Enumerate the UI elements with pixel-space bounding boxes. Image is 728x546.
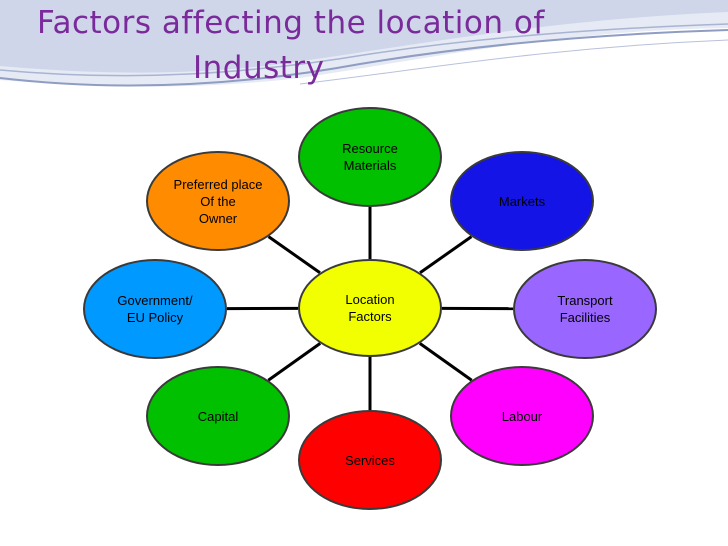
- factor-node-government-eu-policy: Government/EU Policy: [83, 259, 227, 359]
- factor-node-government-eu-policy-label: Government/EU Policy: [111, 292, 198, 326]
- factor-node-capital-label-line: Capital: [197, 408, 239, 424]
- factor-node-labour: Labour: [450, 366, 594, 466]
- header-swoosh-decoration: [0, 0, 728, 87]
- factor-node-government-eu-policy-label-line: EU Policy: [126, 310, 184, 325]
- factor-node-resource-materials-label-line: Resource: [342, 141, 398, 156]
- connector-markets: [419, 235, 473, 274]
- factor-node-services-label-line: Services: [345, 452, 395, 468]
- factor-node-transport-facilities-label-line: Transport: [557, 293, 613, 308]
- factor-node-services: Services: [298, 410, 442, 510]
- swoosh-line-2: [0, 23, 728, 77]
- factor-node-markets-label-line: Markets: [498, 193, 546, 209]
- connector-capital: [267, 342, 322, 382]
- center-node-location-factors-label-line: Factors: [348, 309, 392, 324]
- factor-node-transport-facilities-label-line: Facilities: [559, 310, 611, 325]
- factor-node-labour-label-line: Labour: [501, 408, 543, 424]
- factor-node-preferred-place-of-owner-label-line: Preferred place: [173, 176, 263, 192]
- factor-node-markets: Markets: [450, 151, 594, 251]
- factor-node-capital: Capital: [146, 366, 290, 466]
- factor-node-capital-label: Capital: [192, 408, 244, 425]
- factor-node-services-label: Services: [339, 452, 401, 469]
- title-line-1: Factors affecting the location of: [37, 5, 545, 41]
- swoosh-line-1: [0, 29, 728, 87]
- connector-labour: [418, 342, 473, 382]
- factor-node-markets-label: Markets: [493, 193, 551, 210]
- title-line-2: Industry: [193, 50, 325, 86]
- swoosh-band-mid: [0, 0, 728, 73]
- factor-node-government-eu-policy-label-line: Government/: [117, 293, 193, 308]
- factor-node-resource-materials-label-line: Materials: [343, 158, 397, 173]
- factor-node-preferred-place-of-owner-label-line: Of the: [200, 193, 236, 209]
- factor-node-preferred-place-of-owner-label-line: Owner: [198, 210, 238, 226]
- center-node-location-factors-label-line: Location: [345, 292, 395, 307]
- factor-node-labour-label: Labour: [496, 408, 548, 425]
- swoosh-line-3: [299, 39, 728, 85]
- connector-preferred-place-of-owner: [267, 235, 321, 274]
